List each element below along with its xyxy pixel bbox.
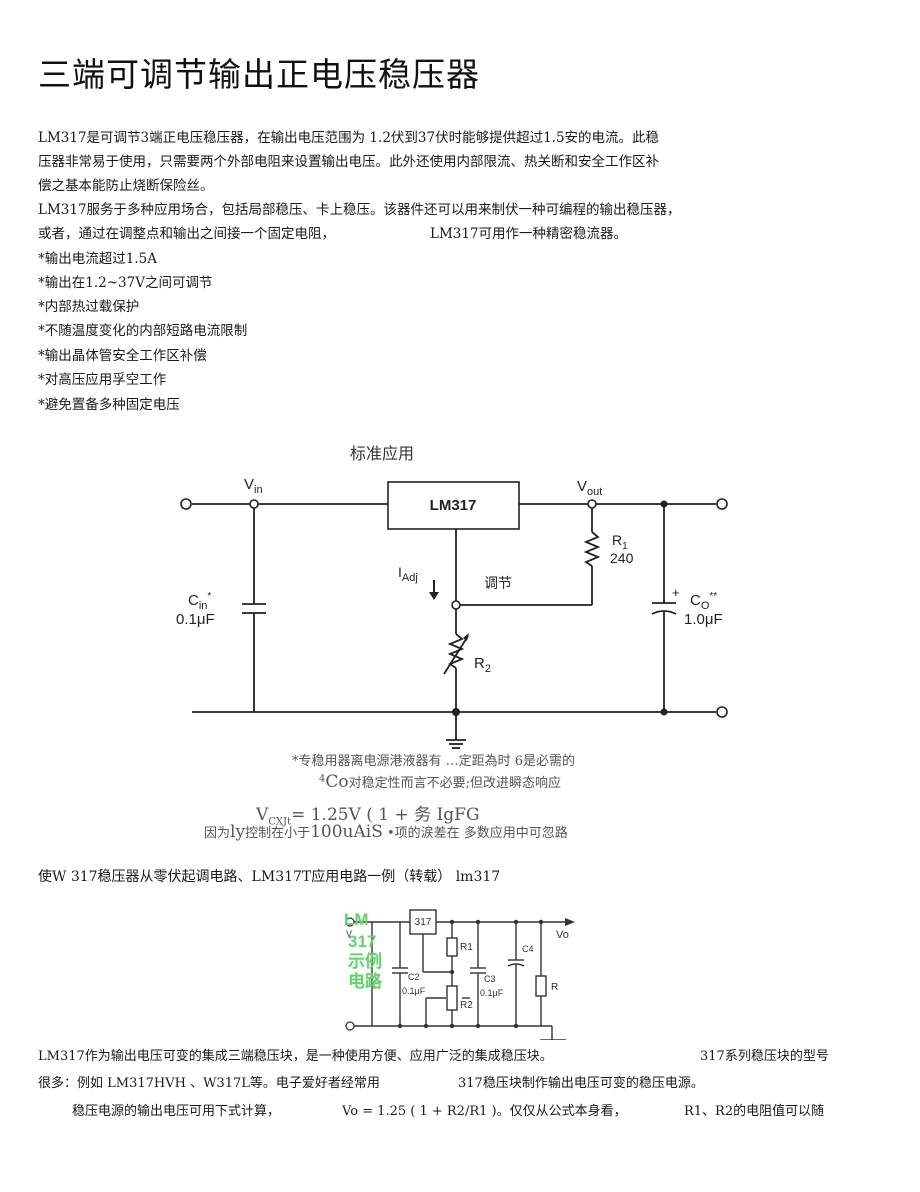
r1-label: R (612, 532, 622, 548)
adjust-label: 调节 (484, 575, 512, 591)
intro-line-5a: 或者，通过在调整点和输出之间接一个固定电阻， (38, 226, 335, 242)
svg-text:Vout: Vout (577, 478, 602, 498)
r1-value: 240 (610, 550, 634, 566)
svg-text:CO**: CO** (690, 591, 717, 612)
svg-text:电路: 电路 (348, 971, 383, 991)
feature-item: *内部热过载保护 (38, 299, 140, 315)
r-label: R (551, 982, 558, 993)
lm317-standard-circuit: LM317 Vin Vout R1 240 IAdj 调节 Cin* 0.1μF… (176, 476, 728, 749)
intro-line-2: 压器非常易于使用，只需要两个外部电阻来设置输出电压。此外还使用内部限流、热关断和… (38, 154, 659, 170)
watermark-text: LM 317 示例 电路 (344, 910, 383, 991)
feature-item: *避免置备多种固定电压 (38, 397, 180, 413)
v-label: V (346, 929, 352, 939)
c3-value: 0.1μF (480, 988, 504, 998)
feature-item: *不随温度变化的内部短路电流限制 (38, 323, 248, 339)
chip-label: LM317 (430, 497, 477, 514)
footer-line-3a: 稳压电源的输出电压可用下式计算， (72, 1104, 281, 1119)
c2-value: 0.1μF (402, 986, 426, 996)
footer-line-1a: LM317作为输出电压可变的集成三端稳压块，是一种使用方便、应用广泛的集成稳压块… (38, 1049, 553, 1064)
svg-text:R1: R1 (612, 532, 628, 552)
note-co: 4Co对稳定性而言不必要;但改进瞬态响应 (319, 772, 562, 792)
note-cin: *专稳用器离电源港液器有 …定距為时 6是必需的 (292, 754, 576, 769)
svg-text:示例: 示例 (348, 951, 382, 971)
feature-item: *输出晶体管安全工作区补偿 (38, 348, 207, 364)
r1-label-2: R1 (460, 942, 473, 953)
svg-text:R2: R2 (474, 655, 491, 675)
intro-line-1: LM317是可调节3端正电压稳压器，在输出电压范围为 1.2伏到37伏时能够提供… (38, 130, 660, 146)
feature-item: *对高压应用孚空工作 (38, 372, 167, 388)
r2-label: R (474, 655, 485, 672)
footer-line-2b: 317稳压块制作输出电压可变的稳压电源。 (458, 1076, 704, 1091)
co-plus: + (672, 585, 680, 600)
svg-text:IAdj: IAdj (398, 564, 418, 584)
co-label: C (690, 592, 701, 609)
terminal-vin (180, 498, 192, 510)
vo-label: Vo (556, 929, 569, 941)
chip317-label: 317 (415, 917, 432, 928)
co-value: 1.0μF (684, 611, 723, 628)
section-heading: 使W 317稳压器从零伏起调电路、LM317T应用电路一例（转载） lm317 (38, 869, 501, 885)
terminal-gnd-out (716, 706, 728, 718)
r2-label-2: R2 (460, 1000, 473, 1011)
c2-label: C2 (408, 972, 420, 982)
intro-line-3: 偿之基本能防止烧断保险丝。 (38, 178, 214, 194)
svg-text:Cin*: Cin* (188, 591, 211, 612)
diagram1-caption: 标准应用 (350, 444, 415, 463)
svg-text:Vin: Vin (244, 476, 263, 496)
svg-text:317: 317 (348, 932, 376, 951)
terminal-vout (716, 498, 728, 510)
intro-line-4: LM317服务于多种应用场合，包括局部稳压、卡上稳压。该器件还可以用来制伏一种可… (38, 202, 681, 218)
svg-text:LM: LM (344, 910, 369, 929)
c3-label: C3 (484, 974, 496, 984)
cin-label: C (188, 592, 199, 609)
cin-value: 0.1μF (176, 611, 215, 628)
footer-line-3b: Vo = 1.25 ( 1 + R2/R1 )。仅仅从公式本身看， (342, 1104, 627, 1119)
zero-volt-regulator-circuit: 317 Vo R1 R2 R C2 0.1μF C3 0.1μF C4 V LM… (344, 909, 575, 1040)
footer-line-1b: 317系列稳压块的型号 (700, 1049, 829, 1064)
page-title: 三端可调节输出正电压稳压器 (38, 55, 480, 94)
footer-line-3c: R1、R2的电阻值可以随 (684, 1104, 825, 1119)
c4-label: C4 (522, 944, 534, 954)
note-iadj: 因为ly控制在小于100uAiS •项的涙差在 多数应用中可忽路 (204, 822, 568, 842)
intro-line-5b: LM317可用作一种精密稳流器。 (430, 226, 628, 242)
vout-label: V (577, 478, 587, 495)
feature-item: *输出在1.2~37V之间可调节 (38, 275, 213, 291)
iadj-label: I (398, 564, 402, 580)
arrow-right-icon (565, 918, 575, 926)
vin-label: V (244, 476, 254, 493)
feature-item: *输出电流超过1.5A (38, 251, 157, 267)
output-voltage-formula: VCXJt= 1.25V ( 1 + 务 IgFG (256, 805, 480, 828)
footer-line-2a: 很多：例如 LM317HVH 、W317L等。电子爱好者经常用 (38, 1076, 380, 1091)
arrow-icon (463, 633, 469, 641)
arrow-down-icon (429, 592, 439, 600)
